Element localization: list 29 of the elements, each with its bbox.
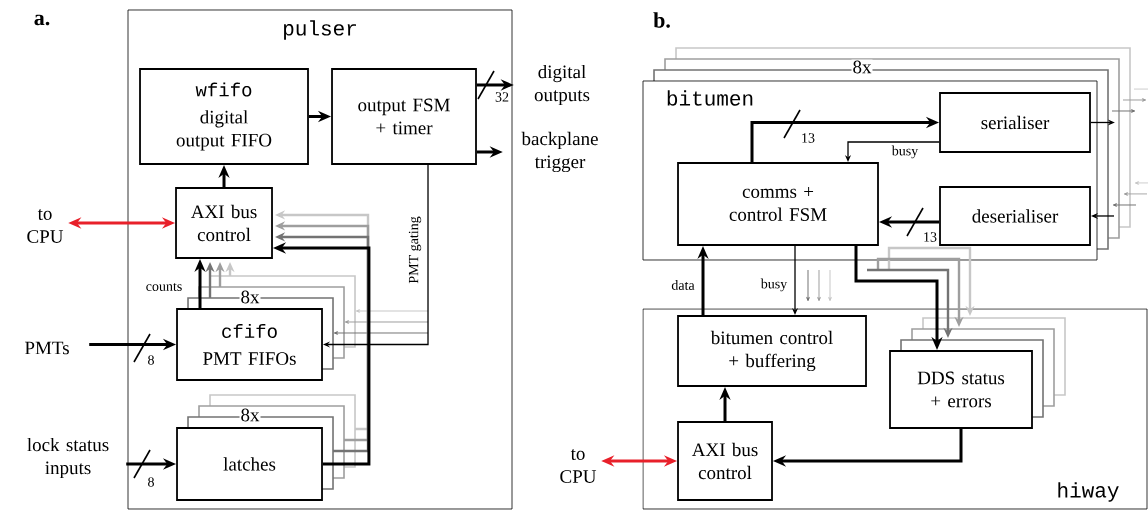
edge-label: counts (146, 282, 182, 291)
block-box: wfifo digital output FIFO (139, 68, 309, 165)
edge-label: busy (891, 145, 919, 159)
edge-label: 13 (924, 232, 937, 242)
edge-label: 8 (148, 477, 154, 487)
block-box: bitumen control + buffering (677, 315, 867, 387)
edge-label: 8 (148, 355, 154, 365)
io-label: backplane trigger (521, 131, 598, 173)
edge-label: 13 (802, 133, 815, 143)
edge-label: busy (760, 278, 788, 292)
panel-label: a. (34, 14, 50, 26)
io-label: to CPU (560, 449, 597, 483)
block-box: comms + control FSM (677, 162, 879, 246)
block-box: DDS status + errors (889, 350, 1033, 429)
io-label: lock status inputs (27, 437, 109, 479)
block-box: latches (176, 427, 323, 501)
block-box: serialiser (939, 92, 1091, 153)
block-box: deserialiser (939, 186, 1091, 246)
block-box: AXI bus control (677, 421, 773, 501)
edge-label: PMT gating (408, 216, 422, 284)
block-box: AXI bus control (175, 187, 273, 259)
io-label: to CPU (27, 209, 64, 243)
edge-label: 32 (495, 92, 509, 102)
panel-label: b. (653, 12, 670, 28)
io-label: digital outputs (534, 64, 590, 106)
block-box: cfifo PMT FIFOs (176, 308, 323, 381)
io-label: PMTs (25, 341, 69, 355)
edge-label: data (671, 280, 695, 290)
block-box: output FSM + timer (331, 68, 477, 165)
